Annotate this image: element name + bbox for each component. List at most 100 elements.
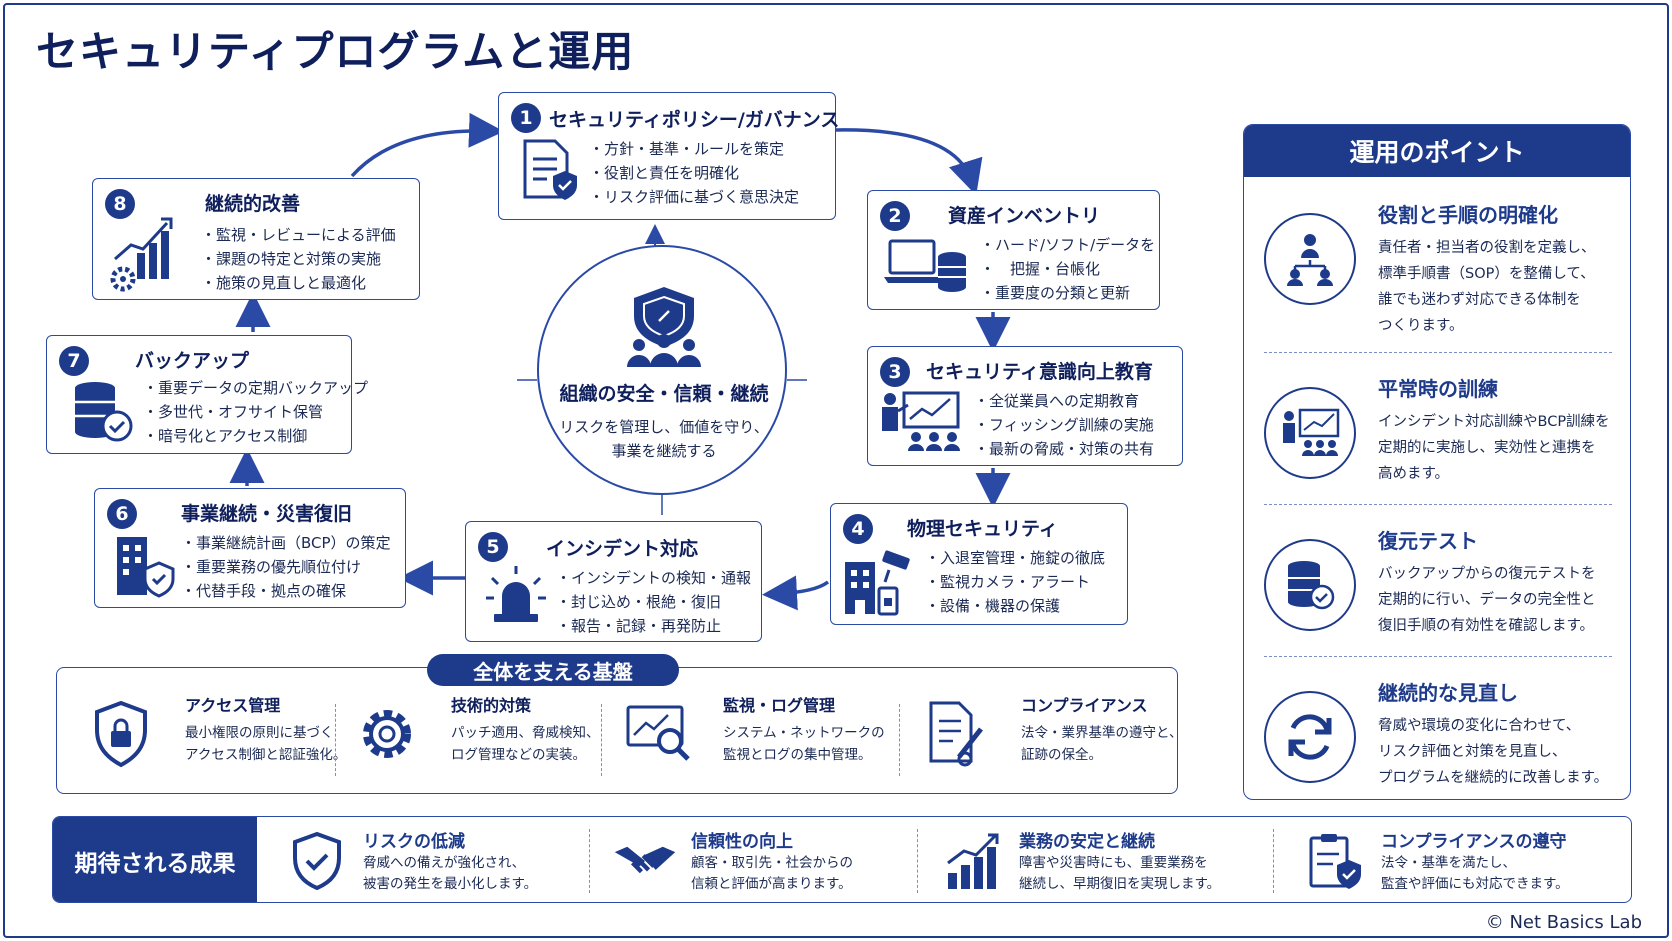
bullet: 暗号化とアクセス制御 [143, 424, 368, 448]
bullet: 事業継続計画（BCP）の策定 [181, 531, 391, 555]
bullet: 施策の見直しと最適化 [201, 271, 396, 295]
bullet: 重要業務の優先順位付け [181, 555, 391, 579]
gear-icon [347, 694, 427, 774]
bullet: インシデントの検知・通報 [556, 566, 751, 590]
alarm-siren-icon [484, 564, 548, 632]
step-bullets: 全従業員への定期教育 フィッシング訓練の実施 最新の脅威・対策の共有 [974, 389, 1154, 461]
step-title: 継続的改善 [205, 193, 301, 215]
page-frame [3, 3, 1669, 938]
step-5-incident-response[interactable]: 5 インシデント対応 インシデントの検知・通報 封じ込め・根絶・復旧 報告・記録… [465, 521, 762, 642]
bullet: 方針・基準・ルールを策定 [589, 137, 799, 161]
step-title: バックアップ [135, 350, 250, 372]
monitor-search-icon [619, 694, 699, 774]
step-title: 事業継続・災害復旧 [181, 503, 353, 525]
laptop-database-icon [882, 237, 968, 299]
step-number: 1 [511, 103, 541, 133]
foundation-monitoring-logs: 監視・ログ管理 システム・ネットワークの 監視とログの集中管理。 [619, 688, 889, 788]
outcome-text: 法令・基準を満たし、 監査や評価にも対応できます。 [1381, 855, 1569, 892]
step-bullets: 事業継続計画（BCP）の策定 重要業務の優先順位付け 代替手段・拠点の確保 [181, 531, 391, 603]
bullet: 監視カメラ・アラート [925, 570, 1105, 594]
step-4-physical-security[interactable]: 4 物理セキュリティ 入退室管理・施錠の徹底 監視カメラ・アラート 設備・機器の… [830, 503, 1128, 625]
step-2-asset-inventory[interactable]: 2 資産インベントリ ハード/ソフト/データを ・把握・台帳化 重要度の分類と更… [867, 190, 1160, 310]
refresh-cycle-icon [1264, 691, 1356, 783]
step-number: 2 [880, 201, 910, 231]
divider [601, 704, 602, 776]
arrow-1-to-2 [835, 128, 983, 196]
point-text: 脅威や環境の変化に合わせて、 リスク評価と対策を見直し、 プログラムを継続的に改… [1378, 718, 1609, 786]
lock-shield-icon [81, 694, 161, 774]
step-title: 物理セキュリティ [907, 518, 1058, 540]
outcome-title: 信頼性の向上 [691, 832, 793, 852]
outcome-title: リスクの低減 [363, 832, 465, 852]
foundation-text: 最小権限の原則に基づく アクセス制御と認証強化。 [185, 725, 347, 763]
bullet: 報告・記録・再発防止 [556, 614, 751, 638]
step-bullets: 方針・基準・ルールを策定 役割と責任を明確化 リスク評価に基づく意思決定 [589, 137, 799, 209]
outcome-compliance: コンプライアンスの遵守 法令・基準を満たし、 監査や評価にも対応できます。 [1303, 817, 1623, 902]
page-title: セキュリティプログラムと運用 [36, 27, 635, 76]
building-shield-icon [111, 533, 177, 603]
step-number: 4 [843, 514, 873, 544]
bullet: 重要データの定期バックアップ [143, 376, 368, 400]
clipboard-shield-icon [1303, 829, 1367, 893]
panel-heading: 運用のポイント [1244, 125, 1630, 177]
point-title: 復元テスト [1378, 529, 1478, 553]
foundation-title: 監視・ログ管理 [723, 696, 836, 715]
expected-outcomes-bar: 期待される成果 リスクの低減 脅威への備えが強化され、 被害の発生を最小化します… [52, 816, 1632, 903]
point-training: 平常時の訓練 インシデント対応訓練やBCP訓練を 定期的に実施し、実効性と連携を… [1244, 373, 1630, 493]
center-goal-circle: 組織の安全・信頼・継続 リスクを管理し、価値を守り、 事業を継続する [537, 245, 787, 495]
training-presenter-icon [878, 389, 962, 459]
step-number: 5 [478, 532, 508, 562]
step-7-backup[interactable]: 7 バックアップ 重要データの定期バックアップ 多世代・オフサイト保管 暗号化と… [46, 335, 368, 454]
step-title: インシデント対応 [546, 538, 699, 560]
divider [1264, 656, 1612, 657]
outcome-risk-reduction: リスクの低減 脅威への備えが強化され、 被害の発生を最小化します。 [285, 817, 605, 902]
step-bullets: 重要データの定期バックアップ 多世代・オフサイト保管 暗号化とアクセス制御 [143, 376, 368, 448]
bullet: フィッシング訓練の実施 [974, 413, 1154, 437]
foundation-heading: 全体を支える基盤 [427, 654, 679, 686]
point-title: 平常時の訓練 [1378, 377, 1498, 401]
step-8-continuous-improvement[interactable]: 8 継続的改善 監視・レビューによる評価 課題の特定と対策の実施 施策の見直しと… [92, 178, 420, 300]
divider [589, 829, 590, 893]
step-3-awareness-training[interactable]: 3 セキュリティ意識向上教育 全従業員への定期教育 フィッシング訓練の実施 最新… [867, 346, 1183, 466]
training-presenter-icon [1264, 387, 1356, 479]
policy-document-icon [521, 137, 581, 207]
credit-text: © Net Basics Lab [1485, 912, 1642, 933]
point-text: バックアップからの復元テストを 定期的に行い、データの完全性と 復旧手順の有効性… [1378, 566, 1596, 634]
bullet: ・把握・台帳化 [980, 257, 1155, 281]
point-roles: 役割と手順の明確化 責任者・担当者の役割を定義し、 標準手順書（SOP）を整備し… [1244, 199, 1630, 339]
handshake-icon [613, 829, 677, 893]
foundation-panel: 全体を支える基盤 アクセス管理 最小権限の原則に基づく アクセス制御と認証強化。… [56, 654, 1182, 794]
divider [1264, 504, 1612, 505]
bullet: 重要度の分類と更新 [980, 281, 1155, 305]
step-number: 7 [59, 346, 89, 376]
foundation-text: 法令・業界基準の遵守と、 証跡の保全。 [1021, 725, 1183, 763]
center-title: 組織の安全・信頼・継続 [559, 383, 769, 405]
bullet: リスク評価に基づく意思決定 [589, 185, 799, 209]
bullet: 課題の特定と対策の実施 [201, 247, 396, 271]
outcome-text: 顧客・取引先・社会からの 信頼と評価が高まります。 [691, 855, 853, 892]
divider [1273, 829, 1274, 893]
building-camera-icon [841, 548, 917, 622]
step-bullets: ハード/ソフト/データを ・把握・台帳化 重要度の分類と更新 [980, 233, 1155, 305]
step-1-policy[interactable]: 1 セキュリティポリシー/ガバナンス 方針・基準・ルールを策定 役割と責任を明確… [498, 92, 840, 220]
step-number: 3 [880, 357, 910, 387]
bullet: 全従業員への定期教育 [974, 389, 1154, 413]
step-bullets: 監視・レビューによる評価 課題の特定と対策の実施 施策の見直しと最適化 [201, 223, 396, 295]
shield-people-icon [619, 283, 709, 373]
arrow-8-to-1 [350, 112, 504, 178]
bullet: 入退室管理・施錠の徹底 [925, 546, 1105, 570]
foundation-title: コンプライアンス [1021, 696, 1148, 715]
divider [335, 704, 336, 776]
arrow-4-to-5 [762, 575, 830, 611]
growth-chart-icon [107, 209, 177, 297]
point-title: 役割と手順の明確化 [1378, 203, 1558, 227]
outcomes-heading: 期待される成果 [53, 817, 257, 902]
step-title: セキュリティポリシー/ガバナンス [549, 109, 840, 131]
foundation-compliance: コンプライアンス 法令・業界基準の遵守と、 証跡の保全。 [917, 688, 1182, 788]
shield-check-icon [285, 829, 349, 893]
foundation-technical-measures: 技術的対策 パッチ適用、脅威検知、 ログ管理などの実装。 [347, 688, 600, 788]
foundation-text: システム・ネットワークの 監視とログの集中管理。 [723, 725, 885, 763]
database-check-icon [71, 380, 135, 448]
bullet: 設備・機器の保護 [925, 594, 1105, 618]
step-6-business-continuity[interactable]: 6 事業継続・災害復旧 事業継続計画（BCP）の策定 重要業務の優先順位付け 代… [94, 488, 406, 608]
